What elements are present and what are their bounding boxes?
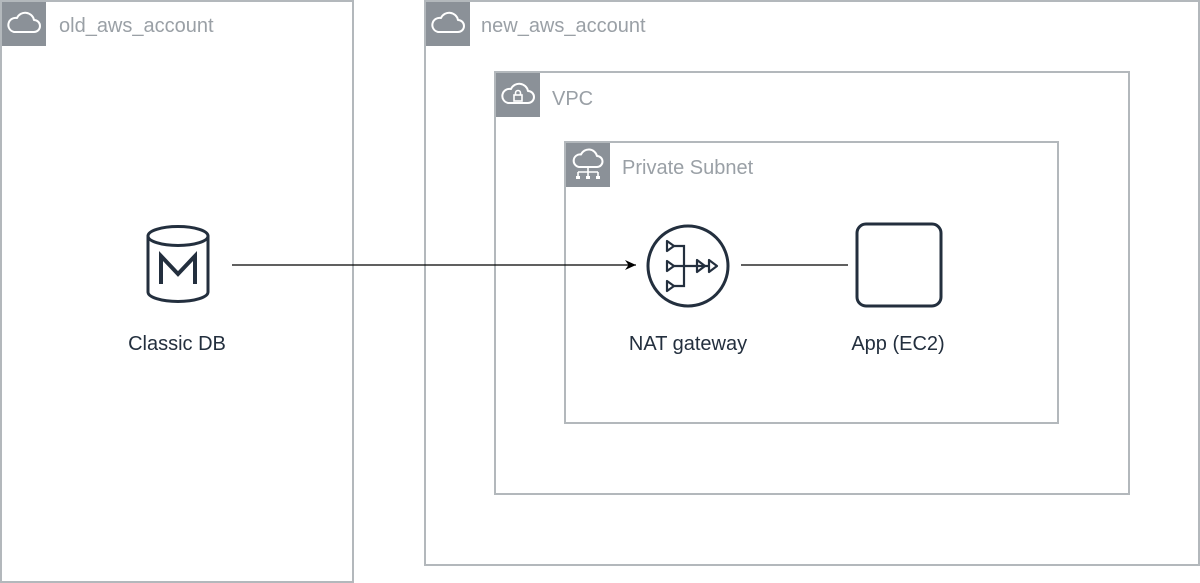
cloud-icon xyxy=(426,2,470,46)
node-label-classic-db: Classic DB xyxy=(128,333,226,355)
group-title-old-aws-account: old_aws_account xyxy=(59,15,214,37)
subnet-cloud-network-icon xyxy=(566,143,610,187)
rds-database-icon[interactable] xyxy=(145,224,211,306)
nat-gateway-icon[interactable] xyxy=(645,224,731,308)
group-new-aws-account: new_aws_account xyxy=(424,0,1200,566)
node-label-nat-gateway: NAT gateway xyxy=(628,333,748,355)
group-private-subnet: Private Subnet xyxy=(564,141,1059,424)
group-title-vpc: VPC xyxy=(552,88,594,110)
ec2-instance-icon[interactable] xyxy=(855,222,943,308)
cloud-icon xyxy=(2,2,46,46)
group-vpc: VPC xyxy=(494,71,1130,495)
group-title-private-subnet: Private Subnet xyxy=(622,157,754,179)
node-label-app-ec2: App (EC2) xyxy=(851,333,945,355)
group-old-aws-account: old_aws_account xyxy=(0,0,354,583)
group-title-new-aws-account: new_aws_account xyxy=(481,15,646,37)
vpc-cloud-lock-icon xyxy=(496,73,540,117)
